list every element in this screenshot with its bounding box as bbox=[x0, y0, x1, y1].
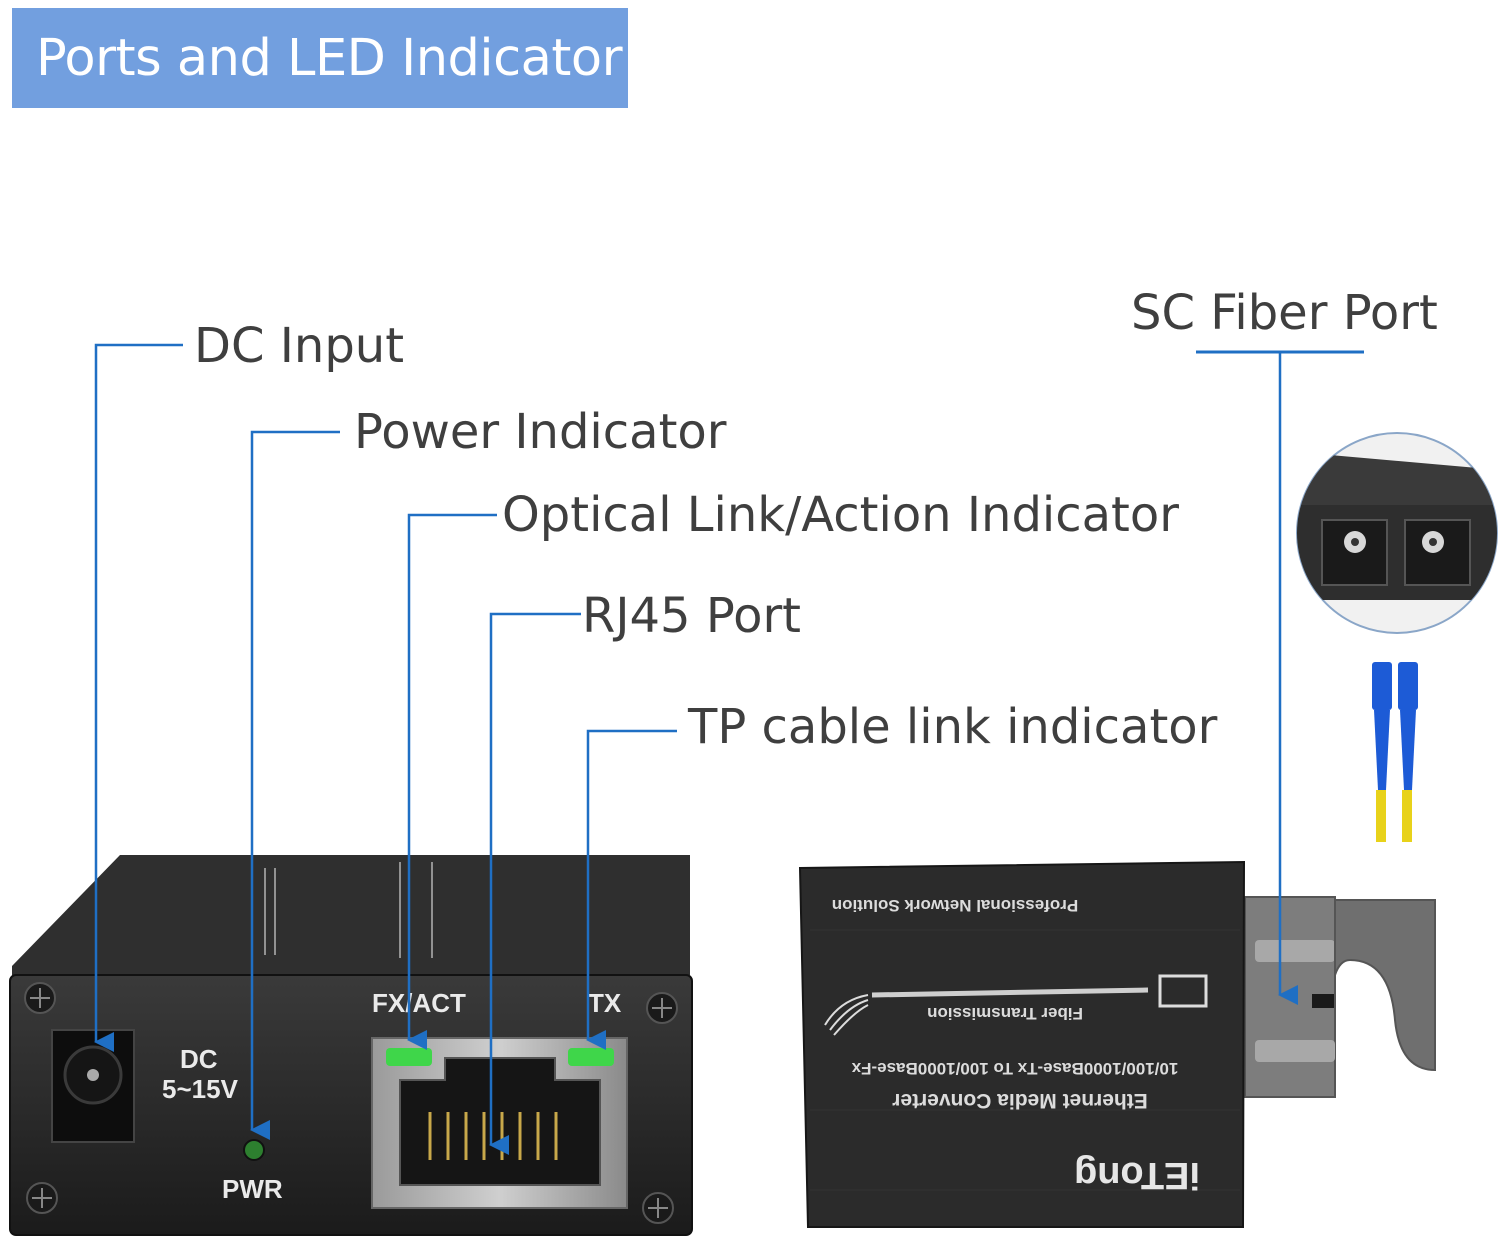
spec-text: 10/100/1000Base-Tx To 100/1000Base-Fx bbox=[851, 1059, 1178, 1078]
slogan-text: Professional Network Solution bbox=[832, 896, 1079, 915]
dc-jack bbox=[51, 1029, 135, 1143]
fx-act-led bbox=[386, 1048, 432, 1066]
screw-icon bbox=[24, 982, 678, 1224]
voltage-label: 5~15V bbox=[162, 1074, 239, 1104]
callout-optical-indicator: Optical Link/Action Indicator bbox=[502, 487, 1179, 543]
tx-label: TX bbox=[588, 988, 622, 1018]
page-title: Ports and LED Indicator bbox=[36, 28, 623, 88]
sc-connector-housing bbox=[1244, 896, 1436, 1098]
dc-input-leader bbox=[94, 343, 183, 1052]
product-text: Ethernet Media Converter bbox=[892, 1089, 1148, 1112]
sc-port-closeup bbox=[1296, 432, 1498, 634]
sc-fiber-cable bbox=[1372, 662, 1418, 842]
power-led bbox=[243, 1139, 265, 1161]
title-banner: Ports and LED Indicator bbox=[12, 8, 628, 108]
callout-rj45-port: RJ45 Port bbox=[582, 588, 801, 644]
media-converter-top: Professional Network Solution Fiber Tran… bbox=[798, 860, 1436, 1228]
callout-tp-indicator: TP cable link indicator bbox=[688, 699, 1218, 755]
tp-indicator-leader bbox=[586, 729, 677, 1050]
callout-lines bbox=[94, 343, 1364, 1155]
ethernet-port-icon bbox=[1158, 974, 1208, 1008]
fiber-swoosh-icon bbox=[824, 994, 869, 1036]
fx-act-label: FX/ACT bbox=[372, 988, 466, 1018]
pwr-label: PWR bbox=[222, 1174, 283, 1204]
callout-sc-fiber-port: SC Fiber Port bbox=[1131, 285, 1438, 341]
callout-dc-input: DC Input bbox=[194, 318, 405, 374]
dc-label: DC bbox=[180, 1044, 218, 1074]
fiber-transmission-text: Fiber Transmission bbox=[927, 1004, 1083, 1023]
tx-led bbox=[568, 1048, 614, 1066]
media-converter-front: DC 5~15V PWR FX/ACT TX bbox=[9, 855, 693, 1236]
rj45-port-leader bbox=[489, 612, 581, 1155]
optical-indicator-leader bbox=[407, 513, 497, 1050]
brand-logo: iETong bbox=[1074, 1154, 1200, 1196]
power-indicator-leader bbox=[250, 430, 340, 1140]
rj45-port bbox=[371, 1037, 628, 1209]
callout-power-indicator: Power Indicator bbox=[354, 404, 727, 460]
